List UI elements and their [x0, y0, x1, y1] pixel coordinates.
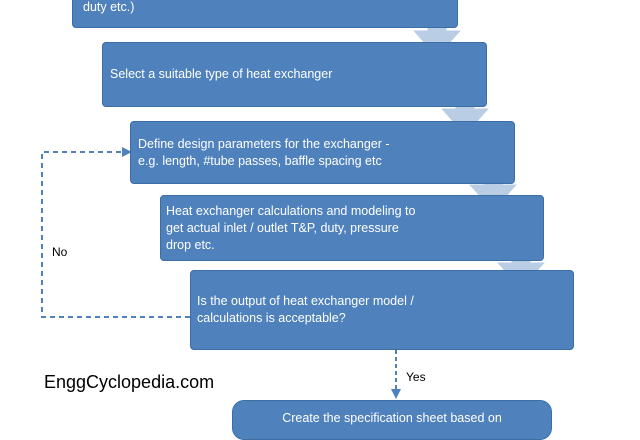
step-specification-sheet: Create the specification sheet based on — [232, 400, 552, 440]
step-calculations-text: Heat exchanger calculations and modeling… — [166, 203, 416, 252]
no-loop-connector — [41, 151, 190, 318]
step-estimate-duty-text: duty etc.) — [83, 0, 135, 14]
step-select-exchanger-text: Select a suitable type of heat exchanger — [110, 67, 333, 81]
step-define-parameters: Define design parameters for the exchang… — [130, 121, 515, 184]
watermark-text: EnggCyclopedia.com — [44, 372, 215, 392]
step-calculations: Heat exchanger calculations and modeling… — [160, 195, 544, 261]
yes-branch-label: Yes — [406, 370, 426, 384]
no-loop-arrowhead — [122, 147, 132, 157]
no-branch-label: No — [52, 245, 68, 259]
yes-arrowhead — [391, 389, 401, 399]
step-define-parameters-text: Define design parameters for the exchang… — [138, 136, 390, 168]
step-estimate-duty: duty etc.) — [72, 0, 458, 28]
decision-acceptable-text: Is the output of heat exchanger model / … — [197, 294, 414, 325]
step-specification-sheet-text: Create the specification sheet based on — [282, 411, 502, 425]
decision-acceptable: Is the output of heat exchanger model / … — [190, 270, 574, 350]
step-select-exchanger: Select a suitable type of heat exchanger — [102, 42, 487, 107]
